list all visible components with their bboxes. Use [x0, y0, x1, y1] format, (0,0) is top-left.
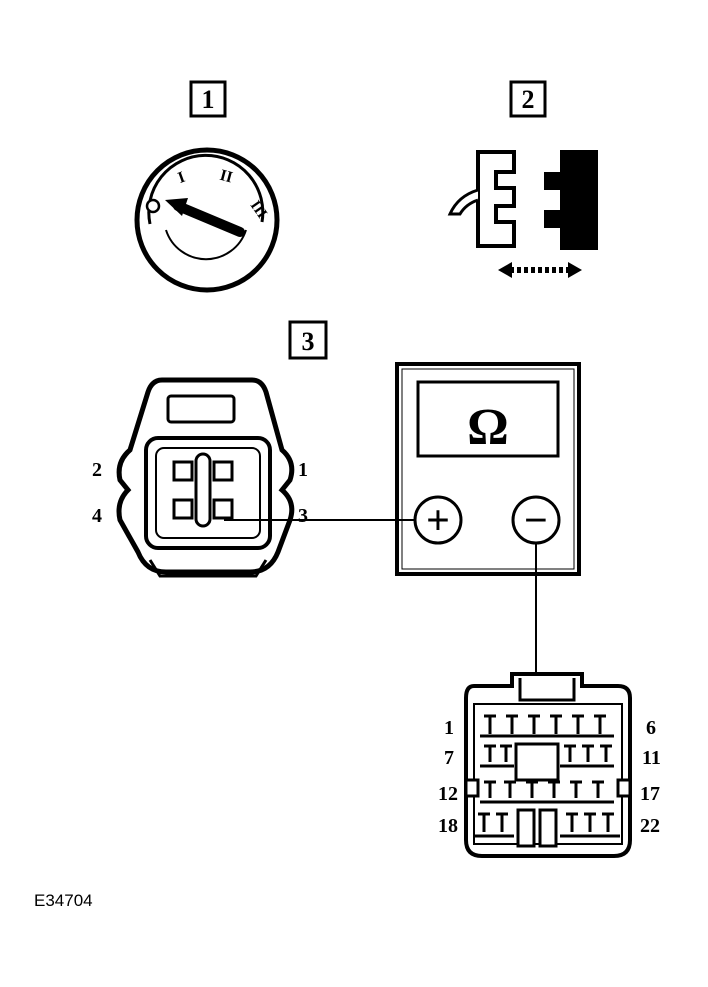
- step-1-box: 1: [189, 80, 227, 118]
- ohmmeter-icon: Ω + −: [395, 362, 581, 576]
- harness-pin-6-label: 6: [646, 717, 656, 739]
- position-off-marker: [145, 198, 161, 214]
- sensor-connector: 2 1 4 3: [92, 377, 308, 578]
- meter-display: [416, 380, 560, 458]
- position-1-label: I: [176, 169, 188, 187]
- harness-pin-12-label: 12: [438, 783, 458, 805]
- harness-connector: 1 6 7 11 12 17 18 22: [438, 672, 661, 858]
- sensor-pin-1-label: 1: [298, 459, 308, 481]
- sensor-pin-3-label: 3: [298, 505, 308, 527]
- step-1-label: 1: [202, 85, 215, 114]
- harness-row-2: [480, 742, 614, 782]
- sensor-pin-4-label: 4: [92, 505, 102, 527]
- harness-pin-11-label: 11: [642, 747, 661, 769]
- sensor-pin-4: [172, 498, 194, 520]
- step-3-label: 3: [302, 327, 315, 356]
- sensor-pin-1: [212, 460, 234, 482]
- negative-terminal-label: −: [524, 498, 548, 544]
- harness-pin-17-label: 17: [640, 783, 660, 805]
- ohm-symbol: Ω: [467, 399, 509, 456]
- harness-pin-22-label: 22: [640, 815, 660, 837]
- positive-terminal-label: +: [426, 498, 450, 544]
- harness-pin-7-label: 7: [444, 747, 454, 769]
- step-2-box: 2: [509, 80, 547, 118]
- step-3-box: 3: [288, 320, 328, 360]
- ignition-switch-icon: I II III: [134, 147, 280, 293]
- harness-pin-18-label: 18: [438, 815, 458, 837]
- sensor-pin-2-label: 2: [92, 459, 102, 481]
- harness-pin-1-label: 1: [444, 717, 454, 739]
- harness-row-3: [464, 778, 632, 804]
- position-2-label: II: [218, 167, 234, 187]
- figure-id: E34704: [34, 891, 93, 910]
- harness-row-1: [480, 714, 614, 738]
- harness-row-4: [474, 808, 620, 848]
- disconnect-connector-icon: [447, 150, 598, 278]
- sensor-pin-3: [212, 498, 234, 520]
- step-2-label: 2: [522, 85, 535, 114]
- sensor-pin-2: [172, 460, 194, 482]
